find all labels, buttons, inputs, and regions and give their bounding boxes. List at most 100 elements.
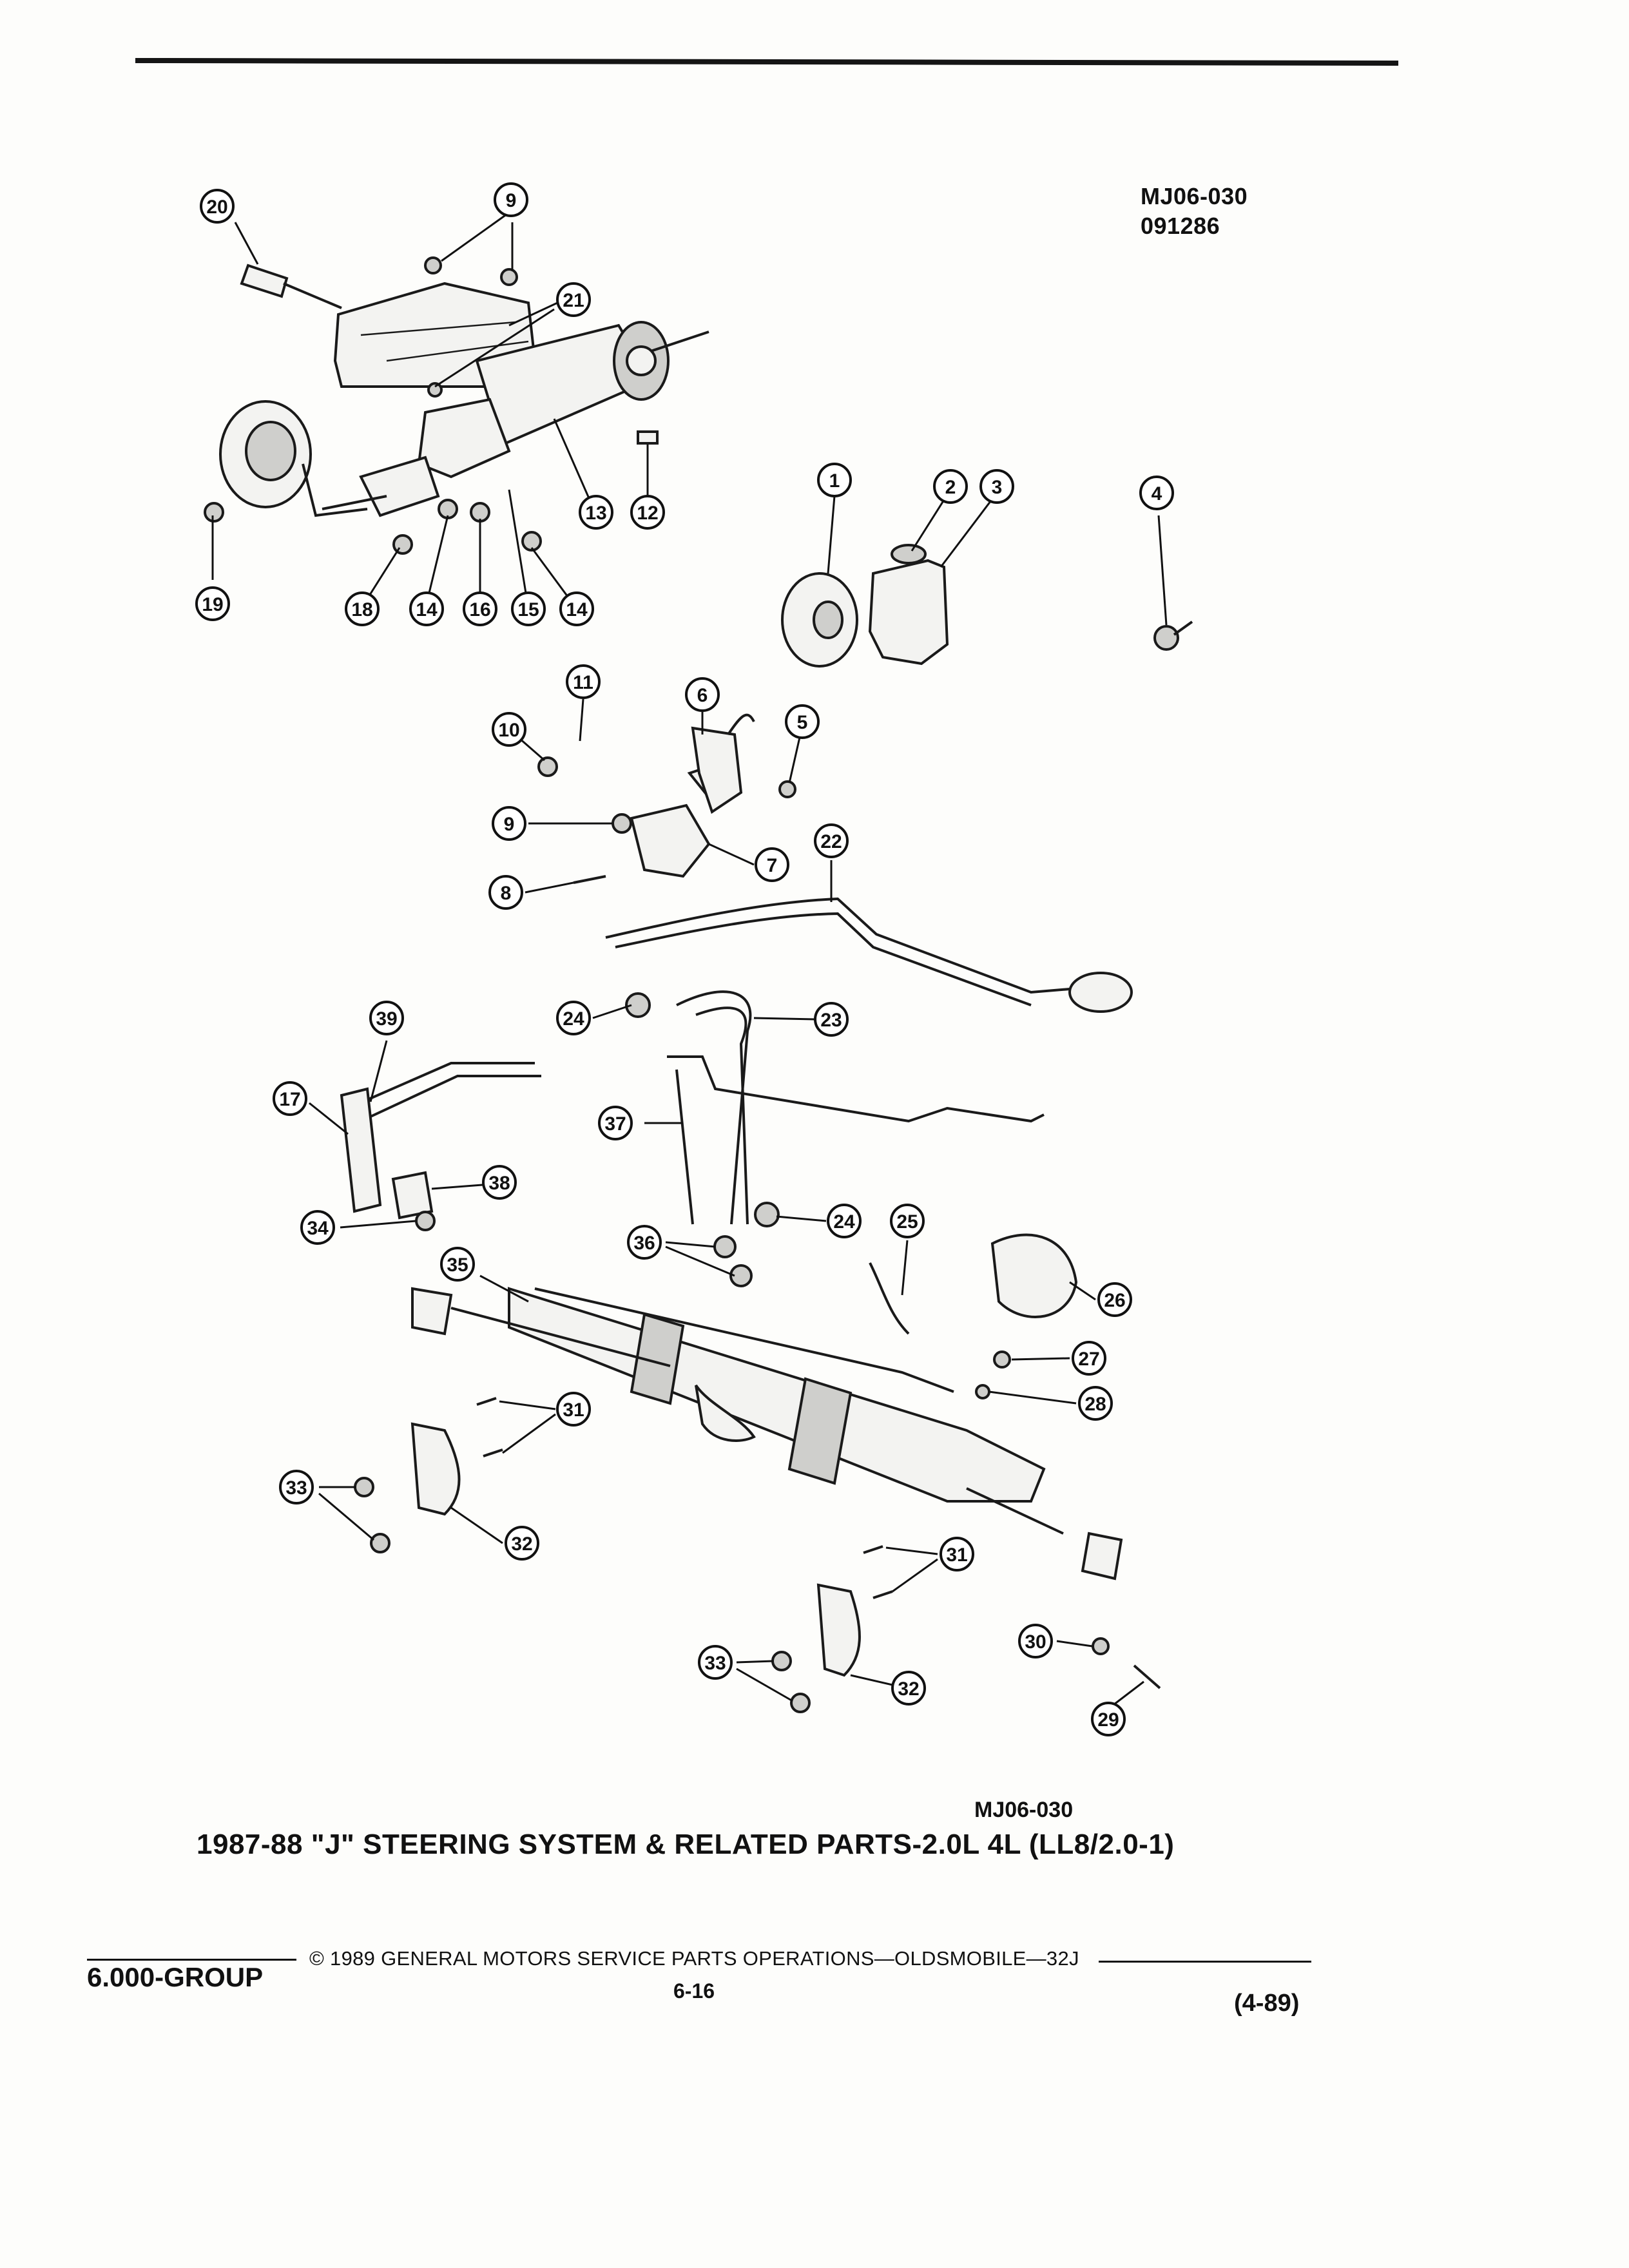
callout-circle bbox=[300, 1210, 335, 1245]
callout-circle bbox=[463, 591, 497, 626]
nut-9b bbox=[500, 268, 518, 286]
callout-circle bbox=[440, 1247, 475, 1282]
studs-31-left bbox=[476, 1397, 503, 1457]
callout-22: 22 bbox=[814, 823, 849, 858]
rack-and-pinion-assembly bbox=[411, 1233, 1123, 1581]
hub-center bbox=[245, 421, 296, 481]
callout-circle bbox=[369, 1001, 404, 1035]
callout-number: 32 bbox=[898, 1678, 919, 1700]
callout-circle bbox=[685, 677, 720, 712]
clamp-32-right bbox=[816, 1583, 861, 1677]
callout-6: 6 bbox=[685, 677, 720, 712]
dimmer-rod bbox=[322, 495, 387, 510]
cooler-pipe-37 bbox=[667, 1055, 1045, 1123]
turn-signal-lever-knob bbox=[240, 264, 289, 298]
callout-33: 33 bbox=[279, 1470, 314, 1504]
callout-number: 33 bbox=[704, 1653, 726, 1674]
return-hose-assembly bbox=[625, 990, 1045, 1287]
reference-code-line2: 091286 bbox=[1141, 213, 1220, 239]
footer-copyright: © 1989 GENERAL MOTORS SERVICE PARTS OPER… bbox=[309, 1947, 1079, 1970]
nut-33b bbox=[370, 1533, 390, 1553]
footer-page-number: 6-16 bbox=[673, 1979, 715, 2003]
bolt-19 bbox=[204, 502, 224, 523]
tie-rod-left bbox=[450, 1307, 671, 1367]
callout-number: 11 bbox=[573, 672, 593, 693]
callout-number: 4 bbox=[1152, 483, 1162, 505]
callout-number: 3 bbox=[992, 477, 1003, 498]
wire-25 bbox=[869, 1262, 910, 1335]
callout-circle bbox=[630, 495, 665, 530]
studs-31-right bbox=[863, 1545, 893, 1599]
callout-number: 14 bbox=[566, 599, 588, 620]
bolt-8 bbox=[573, 875, 606, 884]
line-39b bbox=[360, 1075, 541, 1122]
callout-31: 31 bbox=[556, 1392, 591, 1427]
callout-30: 30 bbox=[1018, 1624, 1053, 1658]
caption-code: MJ06-030 bbox=[974, 1798, 1074, 1822]
screw-18 bbox=[392, 534, 413, 555]
clamp-24a bbox=[625, 992, 651, 1018]
callout-circle bbox=[566, 664, 601, 699]
callout-circle bbox=[933, 469, 968, 504]
callout-number: 27 bbox=[1078, 1349, 1099, 1370]
callout-number: 26 bbox=[1104, 1290, 1125, 1311]
callout-circle bbox=[814, 823, 849, 858]
callout-number: 1 bbox=[829, 470, 840, 492]
callout-circle bbox=[979, 469, 1014, 504]
nut-9c bbox=[612, 813, 632, 834]
callout-20: 20 bbox=[200, 189, 235, 224]
bracket-38 bbox=[391, 1171, 434, 1220]
callout-37: 37 bbox=[598, 1106, 633, 1140]
screw-14a bbox=[438, 499, 458, 519]
callout-16: 16 bbox=[463, 591, 497, 626]
callout-17: 17 bbox=[273, 1081, 307, 1116]
callout-18: 18 bbox=[345, 591, 380, 626]
callout-number: 18 bbox=[351, 599, 372, 620]
bolt-10 bbox=[537, 756, 558, 777]
callout-circle bbox=[698, 1645, 733, 1680]
callout-number: 24 bbox=[563, 1008, 584, 1030]
callout-circle bbox=[785, 704, 820, 739]
callout-circle bbox=[1139, 476, 1174, 510]
callout-4: 4 bbox=[1139, 476, 1174, 510]
bolt-5 bbox=[778, 780, 796, 798]
footer-date: (4-89) bbox=[1234, 1990, 1300, 2017]
bracket-6 bbox=[691, 726, 743, 814]
callout-1: 1 bbox=[817, 463, 852, 497]
callout-31: 31 bbox=[940, 1537, 974, 1571]
callout-26: 26 bbox=[1097, 1282, 1132, 1317]
callout-number: 2 bbox=[945, 477, 956, 498]
callout-circle bbox=[579, 495, 613, 530]
callout-number: 14 bbox=[416, 599, 438, 620]
nut-9a bbox=[424, 256, 442, 274]
callout-circle bbox=[1091, 1702, 1126, 1736]
callout-12: 12 bbox=[630, 495, 665, 530]
callout-circle bbox=[627, 1225, 662, 1260]
callout-number: 24 bbox=[833, 1211, 855, 1233]
hose-37-down bbox=[675, 1069, 694, 1225]
callout-21: 21 bbox=[556, 282, 591, 317]
cotter-pin-29 bbox=[1133, 1664, 1161, 1689]
screw-14b bbox=[521, 531, 542, 552]
callout-number: 31 bbox=[946, 1544, 967, 1566]
callout-number: 6 bbox=[697, 685, 708, 706]
callout-14: 14 bbox=[559, 591, 594, 626]
callout-15: 15 bbox=[511, 591, 546, 626]
callout-number: 15 bbox=[517, 599, 539, 620]
callout-circle bbox=[273, 1081, 307, 1116]
callout-number: 38 bbox=[488, 1173, 510, 1194]
hose-23 bbox=[676, 990, 752, 1225]
callout-number: 12 bbox=[637, 503, 658, 524]
callout-number: 19 bbox=[202, 594, 223, 615]
callout-number: 33 bbox=[285, 1477, 307, 1499]
callout-32: 32 bbox=[891, 1671, 926, 1706]
callout-circle bbox=[492, 806, 526, 841]
callout-32: 32 bbox=[505, 1526, 539, 1561]
clamp-36b bbox=[729, 1264, 753, 1287]
screw-16 bbox=[470, 502, 490, 523]
hose-22-outer bbox=[615, 912, 1032, 1006]
pump-reservoir bbox=[868, 559, 949, 666]
callout-number: 20 bbox=[206, 197, 227, 218]
callout-circle bbox=[827, 1204, 862, 1238]
